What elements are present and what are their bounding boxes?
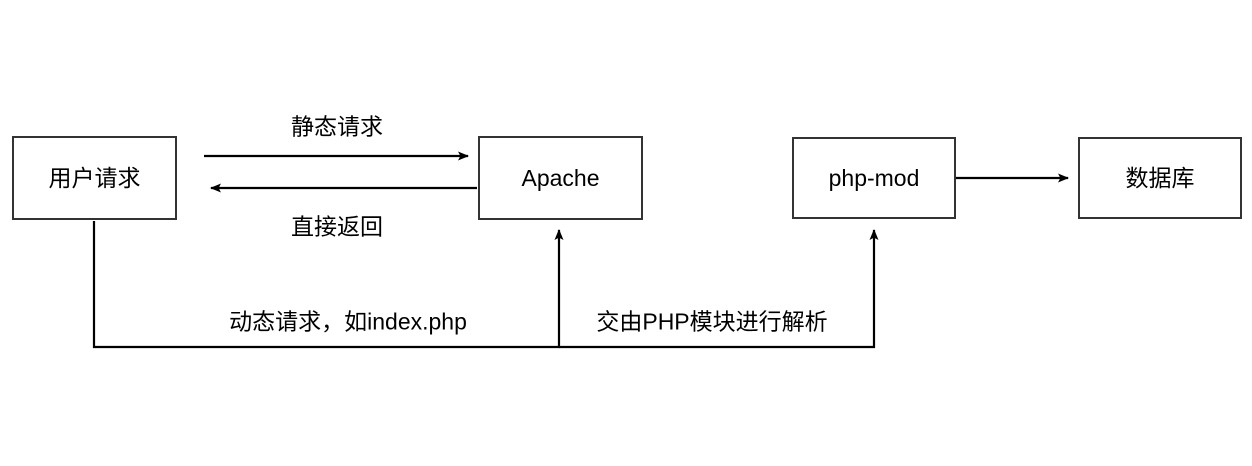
node-user-request-label: 用户请求 — [48, 164, 141, 191]
node-apache-label: Apache — [521, 164, 600, 191]
edge-dynamic-request — [92, 221, 564, 349]
edge-label-static-request: 静态请求 — [288, 115, 386, 139]
node-php-mod[interactable]: php-mod — [792, 137, 956, 219]
node-database[interactable]: 数据库 — [1078, 137, 1242, 219]
edge-php-parse — [559, 229, 879, 349]
edge-label-php-parse: 交由PHP模块进行解析 — [593, 310, 831, 334]
node-database-label: 数据库 — [1125, 164, 1195, 191]
node-php-mod-label: php-mod — [828, 164, 920, 191]
node-apache[interactable]: Apache — [478, 136, 643, 220]
edge-label-dynamic-request: 动态请求，如index.php — [226, 310, 470, 334]
edge-label-direct-return: 直接返回 — [288, 215, 386, 239]
node-user-request[interactable]: 用户请求 — [12, 136, 177, 220]
